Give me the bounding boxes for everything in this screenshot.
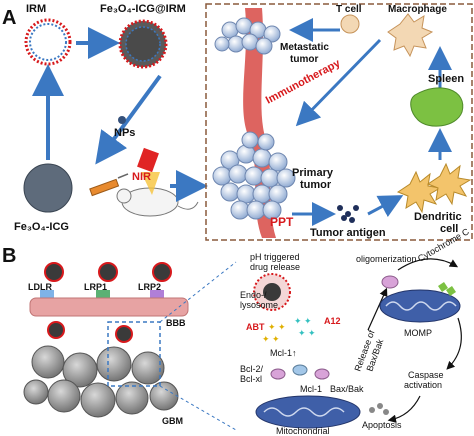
arrow-release [367, 287, 388, 331]
macrophage-label: Macrophage [388, 4, 447, 15]
mitochondrial-label: Mitochondrial [276, 426, 330, 436]
fe3o4-icg-label: Fe₃O₄-ICG [14, 221, 69, 233]
mitochondrion-top [379, 282, 461, 323]
arrow-immunotherapy [295, 38, 382, 127]
dendritic-cells [396, 162, 472, 214]
tumor-microenvironment-box [205, 3, 473, 241]
t-cell-label: T cell [336, 4, 362, 15]
lrp2-label: LRP2 [138, 282, 161, 292]
svg-text:✦ ✦: ✦ ✦ [294, 316, 312, 326]
syringe-icon [89, 173, 129, 197]
irm-vesicle [24, 18, 72, 66]
tumor-antigen-label: Tumor antigen [310, 227, 386, 239]
targeting-particles [44, 262, 172, 282]
mouse-icon [116, 187, 199, 217]
caspase-label-1: Caspase [408, 370, 444, 380]
primary-label-1: Primary [292, 167, 334, 179]
panel-a-letter: A [2, 7, 16, 29]
apoptosis-fragments [369, 403, 389, 415]
zoom-line-bottom [159, 385, 237, 431]
oligomerization-label: oligomerization [356, 254, 417, 264]
abt-molecules: ✦ ✦ ✦ ✦ [262, 322, 286, 344]
endo-label-1: Endo-/ [240, 290, 267, 300]
svg-text:✦ ✦: ✦ ✦ [262, 334, 280, 344]
fe3o4-icg-core [23, 163, 73, 213]
t-cell [340, 14, 360, 34]
arrow-to-apoptosis [387, 395, 421, 423]
bax-bak-label: Bax/Bak [330, 384, 364, 394]
bbb-label: BBB [166, 318, 186, 328]
nps-label: NPs [114, 127, 135, 139]
spleen-label: Spleen [428, 73, 464, 85]
oligomer-protein [381, 275, 399, 289]
bbb-membrane [29, 297, 189, 317]
crossing-particles [47, 321, 133, 343]
mcl1-up-label: Mcl-1↑ [270, 348, 297, 358]
metastatic-tumor-cluster [214, 17, 281, 55]
fe3o4-icg-irm-particle [118, 19, 168, 69]
tumor-antigen-dots [337, 205, 359, 223]
ph-label-1: pH triggered [250, 252, 300, 262]
apoptosis-label: Apoptosis [362, 420, 402, 430]
lrp1-label: LRP1 [84, 282, 107, 292]
ppt-label: PPT [270, 215, 294, 229]
receptors [40, 290, 164, 298]
caspase-label-2: activation [404, 380, 442, 390]
zoom-box [107, 321, 161, 387]
abt-label: ABT [246, 322, 265, 332]
momp-label: MOMP [404, 328, 432, 338]
panel-b-letter: B [2, 245, 16, 267]
dendritic-label-1: Dendritic [414, 211, 462, 223]
svg-text:✦ ✦: ✦ ✦ [298, 328, 316, 338]
arrow-to-caspase [446, 317, 462, 370]
arrow-antigen-to-dendritic [367, 195, 404, 218]
irm-label: IRM [26, 3, 46, 15]
a12-label: A12 [324, 316, 341, 326]
metastatic-label-2: tumor [290, 54, 318, 65]
mitochondrion-bottom [255, 395, 361, 429]
gbm-cells [23, 345, 179, 418]
bcl-proteins [270, 364, 330, 380]
mcl1-label: Mcl-1 [300, 384, 322, 394]
a12-molecules: ✦ ✦ ✦ ✦ [294, 316, 316, 338]
macrophage-cell [387, 13, 434, 58]
metastatic-label-1: Metastatic [280, 42, 329, 53]
svg-text:✦ ✦: ✦ ✦ [268, 322, 286, 332]
fe3o4-icg-irm-label: Fe₃O₄-ICG@IRM [100, 3, 186, 15]
arrow-oligomerization [397, 258, 459, 271]
arrow-particle-to-core [95, 74, 162, 165]
zoom-line-top [159, 261, 237, 323]
primary-label-2: tumor [300, 179, 332, 191]
bcl2-label: Bcl-2/ [240, 364, 264, 374]
endo-label-2: lysosome [240, 300, 278, 310]
ldlr-label: LDLR [28, 282, 52, 292]
panel-a: A IRM Fe₃O₄-ICG@IRM NPs Fe₃O₄-ICG [2, 3, 473, 241]
bclxl-label: Bcl-xl [240, 374, 262, 384]
gbm-label: GBM [162, 416, 183, 426]
nanoparticle-core [263, 283, 281, 301]
nps-dot [118, 116, 126, 124]
nir-laser-icon [137, 147, 160, 195]
spleen-organ [410, 87, 464, 127]
panel-b: B LDLR LRP1 LRP2 BBB [2, 226, 474, 436]
nir-label: NIR [132, 171, 151, 183]
ph-label-2: drug release [250, 262, 300, 272]
primary-tumor-cluster [212, 131, 296, 220]
dendritic-label-2: cell [440, 223, 458, 235]
